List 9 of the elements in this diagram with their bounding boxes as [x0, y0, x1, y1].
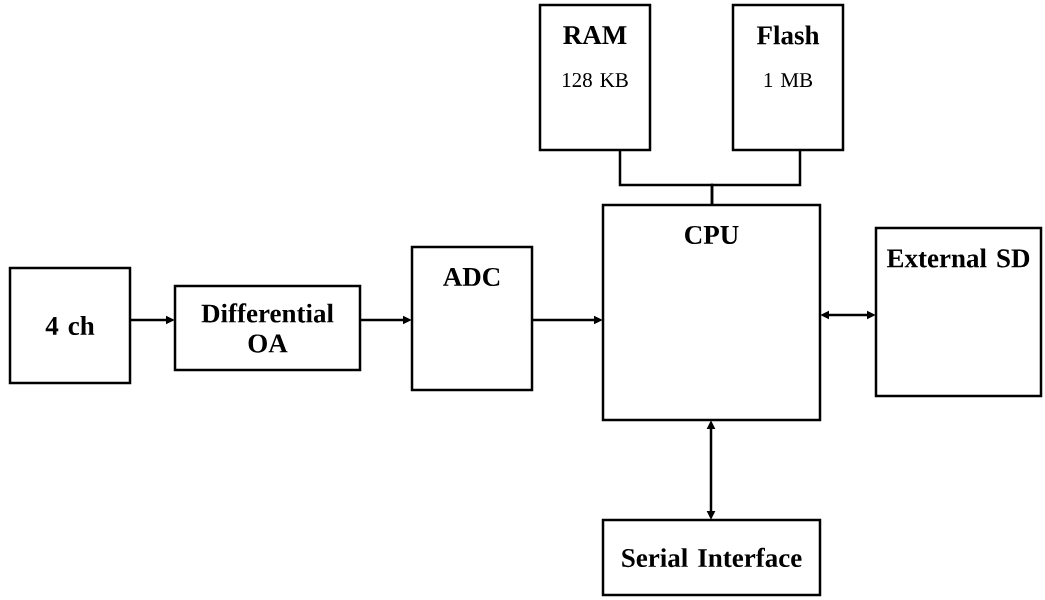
connector-line: [710, 150, 802, 205]
block-box: ADC: [410, 245, 534, 392]
block-box: Serial Interface: [601, 518, 822, 597]
block-box: Differential OA: [173, 284, 362, 372]
block-box: 4 ch: [8, 266, 132, 385]
block-box: RAM 128 KB: [538, 3, 652, 152]
block-box: Flash 1 MB: [731, 3, 845, 152]
block-box: CPU: [601, 203, 822, 422]
block-box: External SD: [874, 226, 1043, 398]
